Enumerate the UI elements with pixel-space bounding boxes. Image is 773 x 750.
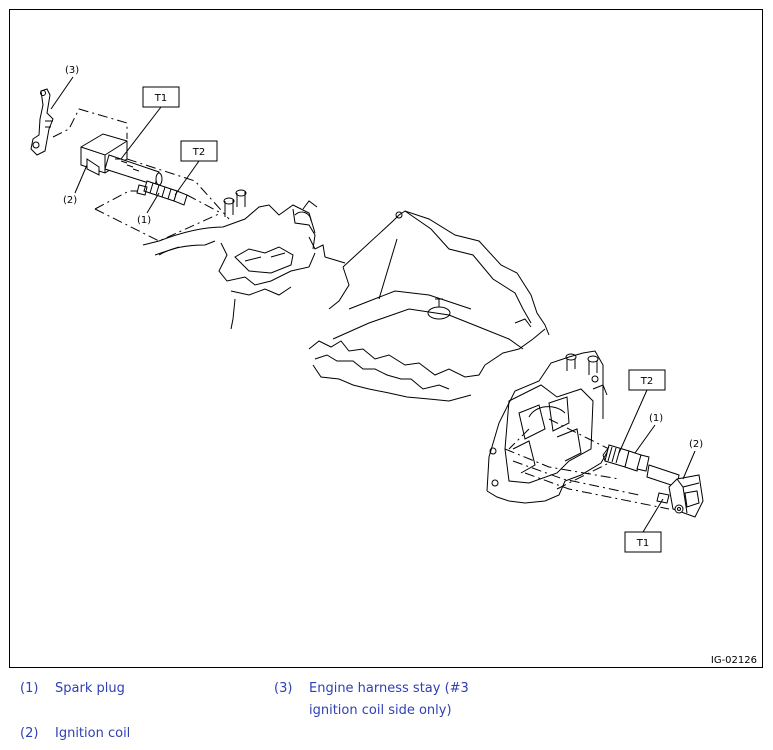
callout-2-left: (2) bbox=[63, 195, 77, 206]
diagram-svg: T1 T2 T2 T1 (3) (2) (1) (1) (2) IG-02126 bbox=[9, 9, 763, 668]
legend-item-ignition-coil: (2) Ignition coil bbox=[20, 723, 130, 745]
callout-t1-left-label: T1 bbox=[154, 93, 167, 104]
assembly-lines-left bbox=[52, 108, 230, 242]
callout-t1-left: T1 bbox=[120, 86, 180, 160]
callout-1-right: (1) bbox=[649, 413, 663, 424]
callout-2-right: (2) bbox=[689, 439, 703, 450]
callout-t1-right: T1 bbox=[624, 498, 664, 553]
legend-number: (3) bbox=[274, 681, 293, 696]
engine-block bbox=[308, 210, 550, 402]
legend-item-spark-plug: (1) Spark plug bbox=[20, 678, 125, 700]
callout-t2-right: T2 bbox=[618, 369, 666, 454]
ignition-coil-right bbox=[646, 464, 704, 518]
callout-t2-right-label: T2 bbox=[640, 376, 653, 387]
callout-t2-left: T2 bbox=[174, 140, 218, 196]
leader-2-left bbox=[74, 164, 88, 194]
legend-text: Spark plug bbox=[55, 681, 125, 696]
figure-id: IG-02126 bbox=[711, 655, 757, 666]
legend-text-line1: Engine harness stay (#3 bbox=[309, 681, 469, 696]
legend-text-line2: ignition coil side only) bbox=[309, 703, 452, 718]
callout-t2-left-label: T2 bbox=[192, 147, 205, 158]
exploded-diagram: T1 T2 T2 T1 (3) (2) (1) (1) (2) IG-02126 bbox=[9, 9, 763, 668]
legend-text: Ignition coil bbox=[55, 726, 131, 741]
legend-text: Engine harness stay (#3 ignition coil si… bbox=[309, 678, 469, 722]
leader-1-right bbox=[634, 424, 656, 454]
legend-item-engine-harness-stay: (3) Engine harness stay (#3 ignition coi… bbox=[274, 678, 469, 722]
engine-harness-stay bbox=[30, 88, 54, 156]
figure-frame bbox=[9, 9, 763, 668]
spark-plug-right bbox=[602, 444, 650, 472]
callout-3-left: (3) bbox=[65, 65, 79, 76]
callout-t1-right-label: T1 bbox=[636, 538, 649, 549]
legend-number: (2) bbox=[20, 726, 39, 741]
leader-1-left bbox=[146, 192, 160, 214]
leader-3-left bbox=[50, 76, 74, 110]
leader-2-right bbox=[682, 450, 696, 480]
legend: (1) Spark plug (2) Ignition coil (3) Eng… bbox=[20, 678, 760, 748]
ignition-coil-left bbox=[80, 133, 163, 186]
callout-1-left: (1) bbox=[137, 215, 151, 226]
spark-plug-left bbox=[136, 180, 188, 206]
legend-number: (1) bbox=[20, 681, 39, 696]
cylinder-head-left bbox=[142, 189, 346, 330]
assembly-lines-right bbox=[504, 418, 670, 510]
cylinder-head-right bbox=[486, 350, 610, 504]
